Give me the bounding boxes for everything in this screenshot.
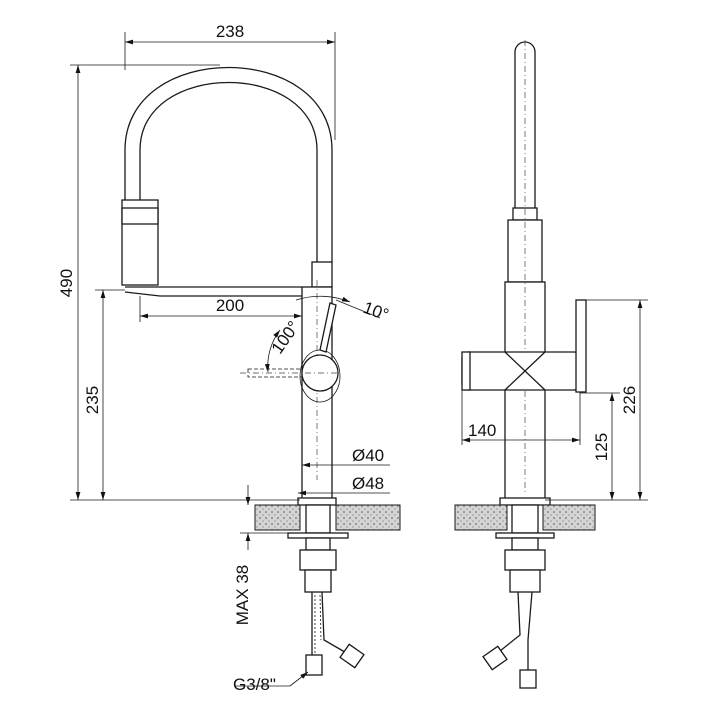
dim-height-490: 490: [57, 269, 76, 297]
countertop-left: [254, 504, 301, 531]
countertop-right: [335, 504, 401, 531]
dim-angle-100: 100°: [268, 318, 304, 358]
cross-handle: [461, 351, 581, 391]
spray-head-ring: [121, 207, 159, 225]
dim-base-diameter: Ø48: [352, 474, 384, 493]
hose-fitting-left: [305, 654, 323, 676]
spout-arm: [124, 286, 311, 297]
dim-side-125: 125: [592, 433, 611, 461]
dim-side-226: 226: [620, 386, 639, 414]
lever-handle: [319, 302, 337, 353]
front-view: 238 490 200 10° 100° 235 Ø40 Ø48 MAX 38 …: [57, 22, 401, 694]
hose-fitting-right: [339, 643, 365, 669]
spout-joint: [311, 261, 333, 288]
dim-body-diameter: Ø40: [352, 446, 384, 465]
connection-thread-label: G3/8": [233, 675, 276, 694]
dim-reach-200: 200: [216, 296, 244, 315]
dim-lever-height-235: 235: [83, 386, 102, 414]
spout-tube: [514, 41, 536, 211]
dim-angle-10: 10°: [361, 298, 392, 325]
mounting-nut: [299, 549, 337, 571]
spout-arch-outer: [124, 67, 333, 262]
dim-width-238: 238: [216, 22, 244, 41]
side-lever: [575, 299, 587, 393]
side-view: 226 125 140: [454, 40, 648, 689]
spout-arch-inner: [139, 82, 318, 262]
dim-max-38: MAX 38: [233, 565, 252, 625]
side-countertop-right: [542, 504, 596, 531]
dim-side-140: 140: [468, 421, 496, 440]
side-countertop-left: [454, 504, 508, 531]
